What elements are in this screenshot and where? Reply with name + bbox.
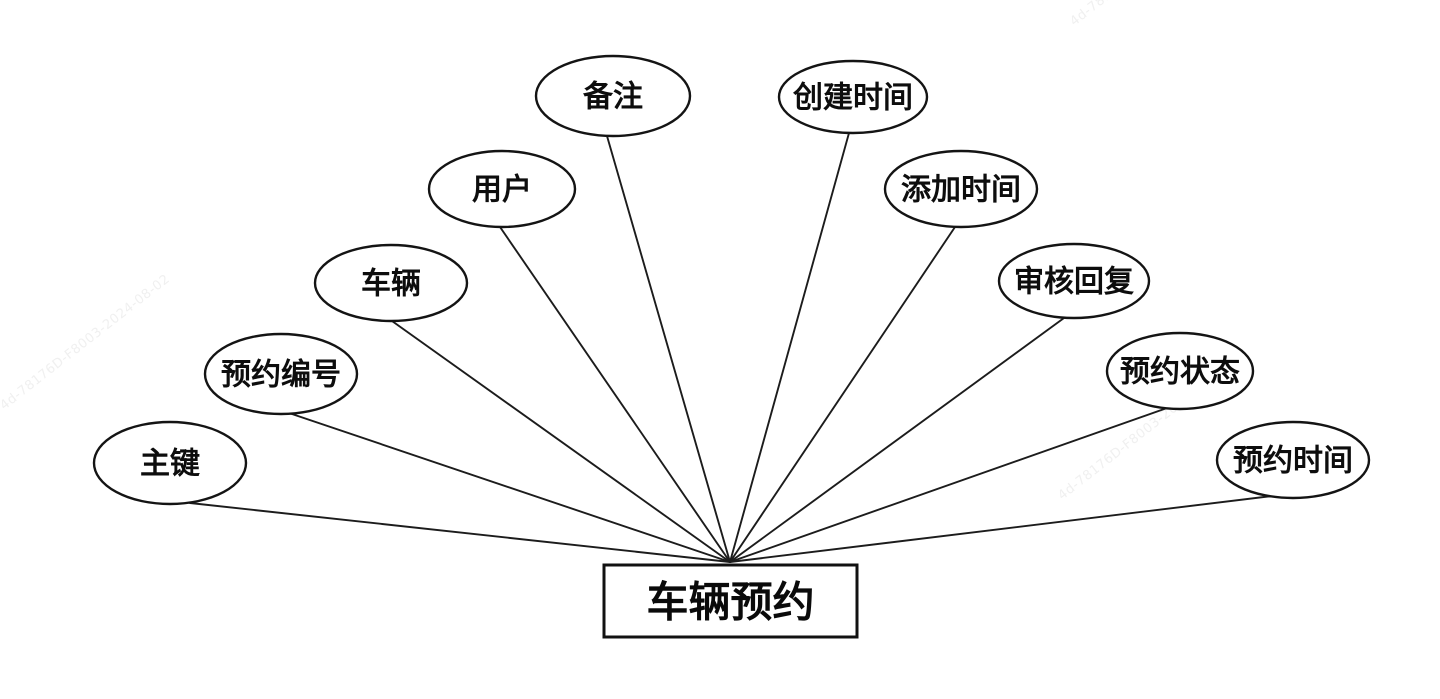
connector-line-4	[606, 135, 731, 563]
attribute-ellipse[interactable]	[92, 420, 248, 506]
attribute-node[interactable]: 创建时间	[777, 59, 929, 135]
attribute-node[interactable]: 添加时间	[883, 149, 1039, 229]
attribute-label: 用户	[472, 173, 532, 208]
entity-box[interactable]	[602, 563, 859, 639]
attribute-label: 备注	[583, 80, 643, 115]
attribute-ellipse[interactable]	[203, 332, 359, 416]
attribute-ellipse[interactable]	[777, 59, 929, 135]
attribute-ellipse[interactable]	[427, 149, 577, 229]
attribute-ellipse[interactable]	[313, 243, 469, 323]
attribute-label: 主键	[140, 447, 200, 482]
attribute-ellipse[interactable]	[1215, 420, 1371, 500]
attribute-ellipse[interactable]	[534, 54, 692, 138]
attribute-node[interactable]: 预约状态	[1105, 331, 1255, 411]
attribute-node[interactable]: 车辆	[313, 243, 469, 323]
attribute-label: 添加时间	[901, 173, 1021, 208]
entity-label: 车辆预约	[646, 578, 814, 627]
entity-group[interactable]: 车辆预约	[602, 563, 859, 639]
attribute-label: 车辆	[361, 267, 421, 302]
connector-line-2	[391, 320, 731, 563]
attribute-label: 预约时间	[1233, 444, 1353, 479]
attribute-node[interactable]: 预约时间	[1215, 420, 1371, 500]
connector-line-8	[729, 407, 1168, 563]
attribute-ellipse[interactable]	[997, 242, 1151, 320]
attribute-label: 审核回复	[1014, 265, 1134, 300]
attribute-node[interactable]: 主键	[92, 420, 248, 506]
connector-line-1	[288, 412, 731, 563]
attribute-ellipse[interactable]	[1105, 331, 1255, 411]
attribute-ellipse[interactable]	[883, 149, 1039, 229]
connector-lines-group	[189, 132, 1273, 563]
connector-line-0	[189, 502, 731, 563]
attribute-label: 预约状态	[1120, 355, 1240, 390]
attribute-label: 创建时间	[792, 81, 913, 116]
connector-line-5	[729, 132, 850, 563]
connector-line-6	[729, 226, 956, 563]
attribute-node[interactable]: 审核回复	[997, 242, 1151, 320]
attribute-node[interactable]: 备注	[534, 54, 692, 138]
attribute-label: 预约编号	[221, 358, 341, 393]
connector-line-9	[729, 495, 1273, 563]
connector-line-3	[499, 226, 731, 563]
connector-line-7	[729, 317, 1065, 563]
attribute-node[interactable]: 用户	[427, 149, 577, 229]
attribute-node[interactable]: 预约编号	[203, 332, 359, 416]
